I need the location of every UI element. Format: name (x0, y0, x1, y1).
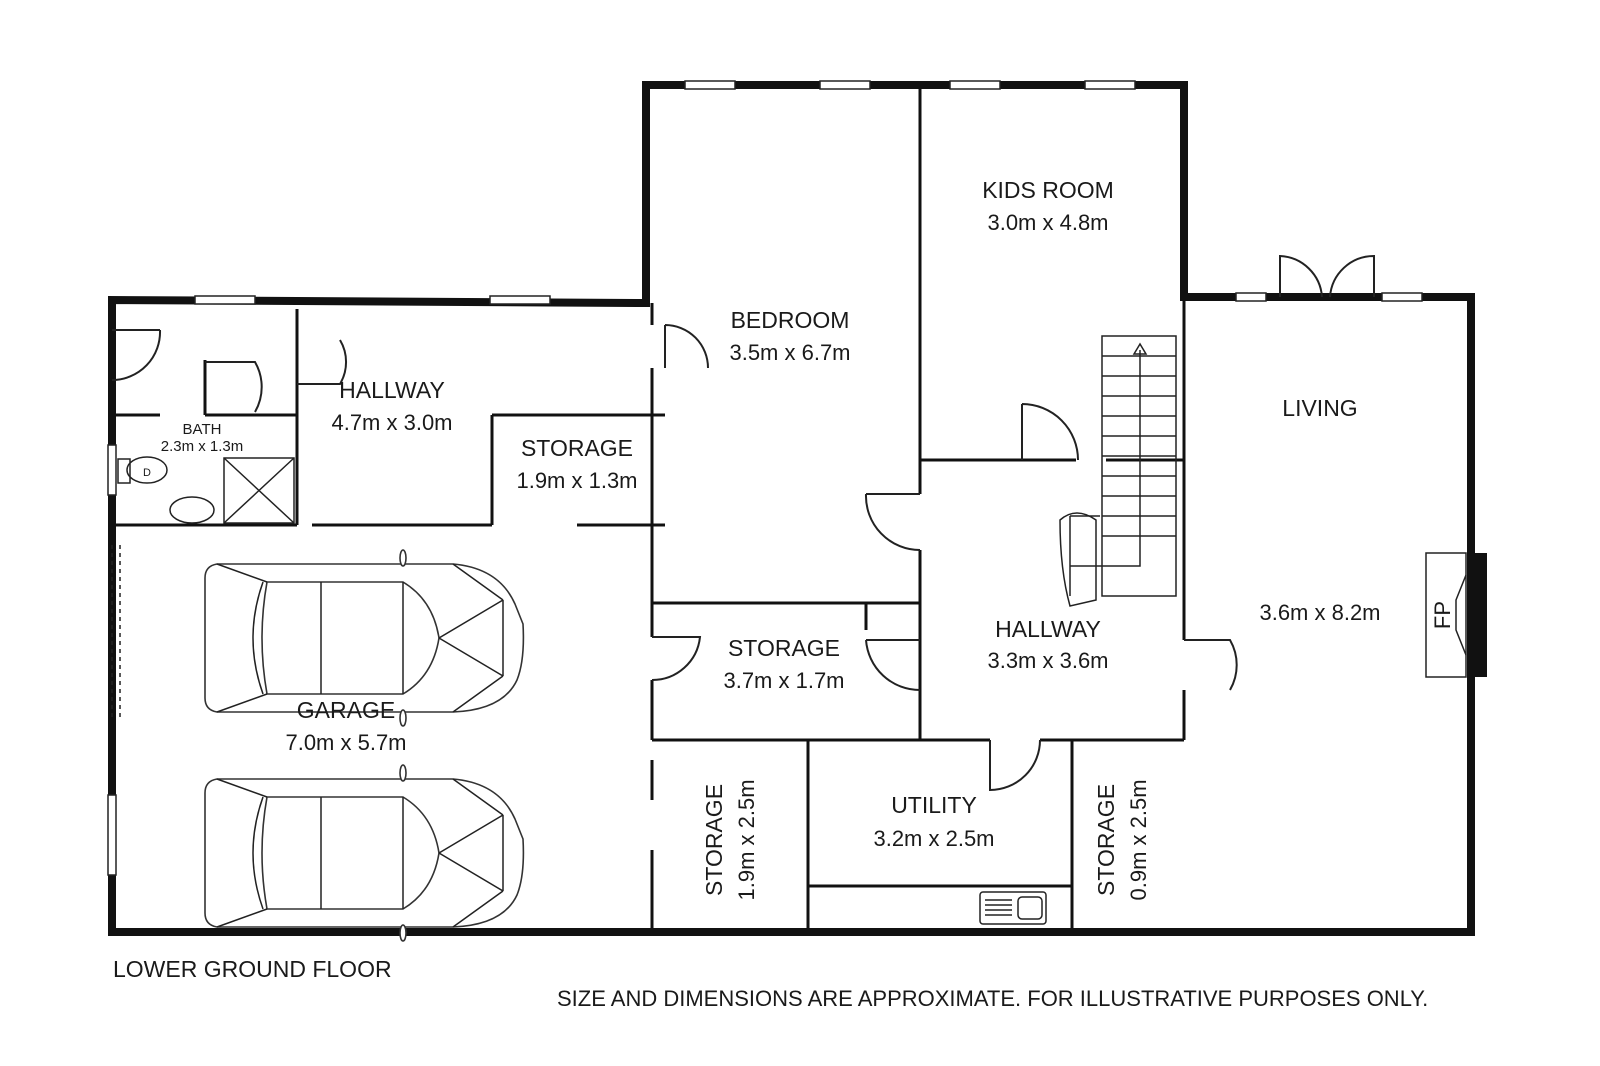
utility-sink (979, 891, 1047, 925)
room-labels: BATH 2.3m x 1.3m HALLWAY 4.7m x 3.0m STO… (161, 177, 1381, 901)
storage-bottom-right-size: 0.9m x 2.5m (1126, 779, 1151, 900)
hallway-left-name: HALLWAY (339, 377, 445, 403)
storage-bottom-left-size: 1.9m x 2.5m (734, 779, 759, 900)
storage-bottom-left-name: STORAGE (701, 784, 727, 896)
hallway-center-size: 3.3m x 3.6m (987, 648, 1108, 673)
doors (111, 254, 1375, 792)
storage-mid-name: STORAGE (728, 635, 840, 661)
bath-size: 2.3m x 1.3m (161, 438, 244, 455)
disclaimer-text: SIZE AND DIMENSIONS ARE APPROXIMATE. FOR… (557, 986, 1429, 1011)
interior-walls (110, 85, 1186, 932)
utility-size: 3.2m x 2.5m (873, 826, 994, 851)
fireplace: FP (1425, 552, 1487, 678)
staircase (1059, 342, 1176, 607)
bathroom-fixtures: D (117, 456, 295, 524)
storage-top-size: 1.9m x 1.3m (516, 468, 637, 493)
toilet-label: D (143, 467, 151, 479)
storage-bottom-right-name: STORAGE (1093, 784, 1119, 896)
bedroom-size: 3.5m x 6.7m (729, 340, 850, 365)
floor-label: LOWER GROUND FLOOR (113, 956, 392, 982)
garage-size: 7.0m x 5.7m (285, 730, 406, 755)
bedroom-name: BEDROOM (731, 307, 850, 333)
hallway-center-name: HALLWAY (995, 616, 1101, 642)
storage-top-name: STORAGE (521, 435, 633, 461)
living-size: 3.6m x 8.2m (1259, 600, 1380, 625)
kids-room-name: KIDS ROOM (982, 177, 1114, 203)
kids-room-size: 3.0m x 4.8m (987, 210, 1108, 235)
living-name: LIVING (1282, 395, 1357, 421)
bath-name: BATH (183, 421, 222, 438)
garage-name: GARAGE (297, 697, 395, 723)
car-bottom (204, 764, 525, 942)
fireplace-label: FP (1430, 601, 1455, 629)
storage-mid-size: 3.7m x 1.7m (723, 668, 844, 693)
hallway-left-size: 4.7m x 3.0m (331, 410, 452, 435)
windows (107, 80, 1423, 876)
utility-name: UTILITY (891, 792, 977, 818)
